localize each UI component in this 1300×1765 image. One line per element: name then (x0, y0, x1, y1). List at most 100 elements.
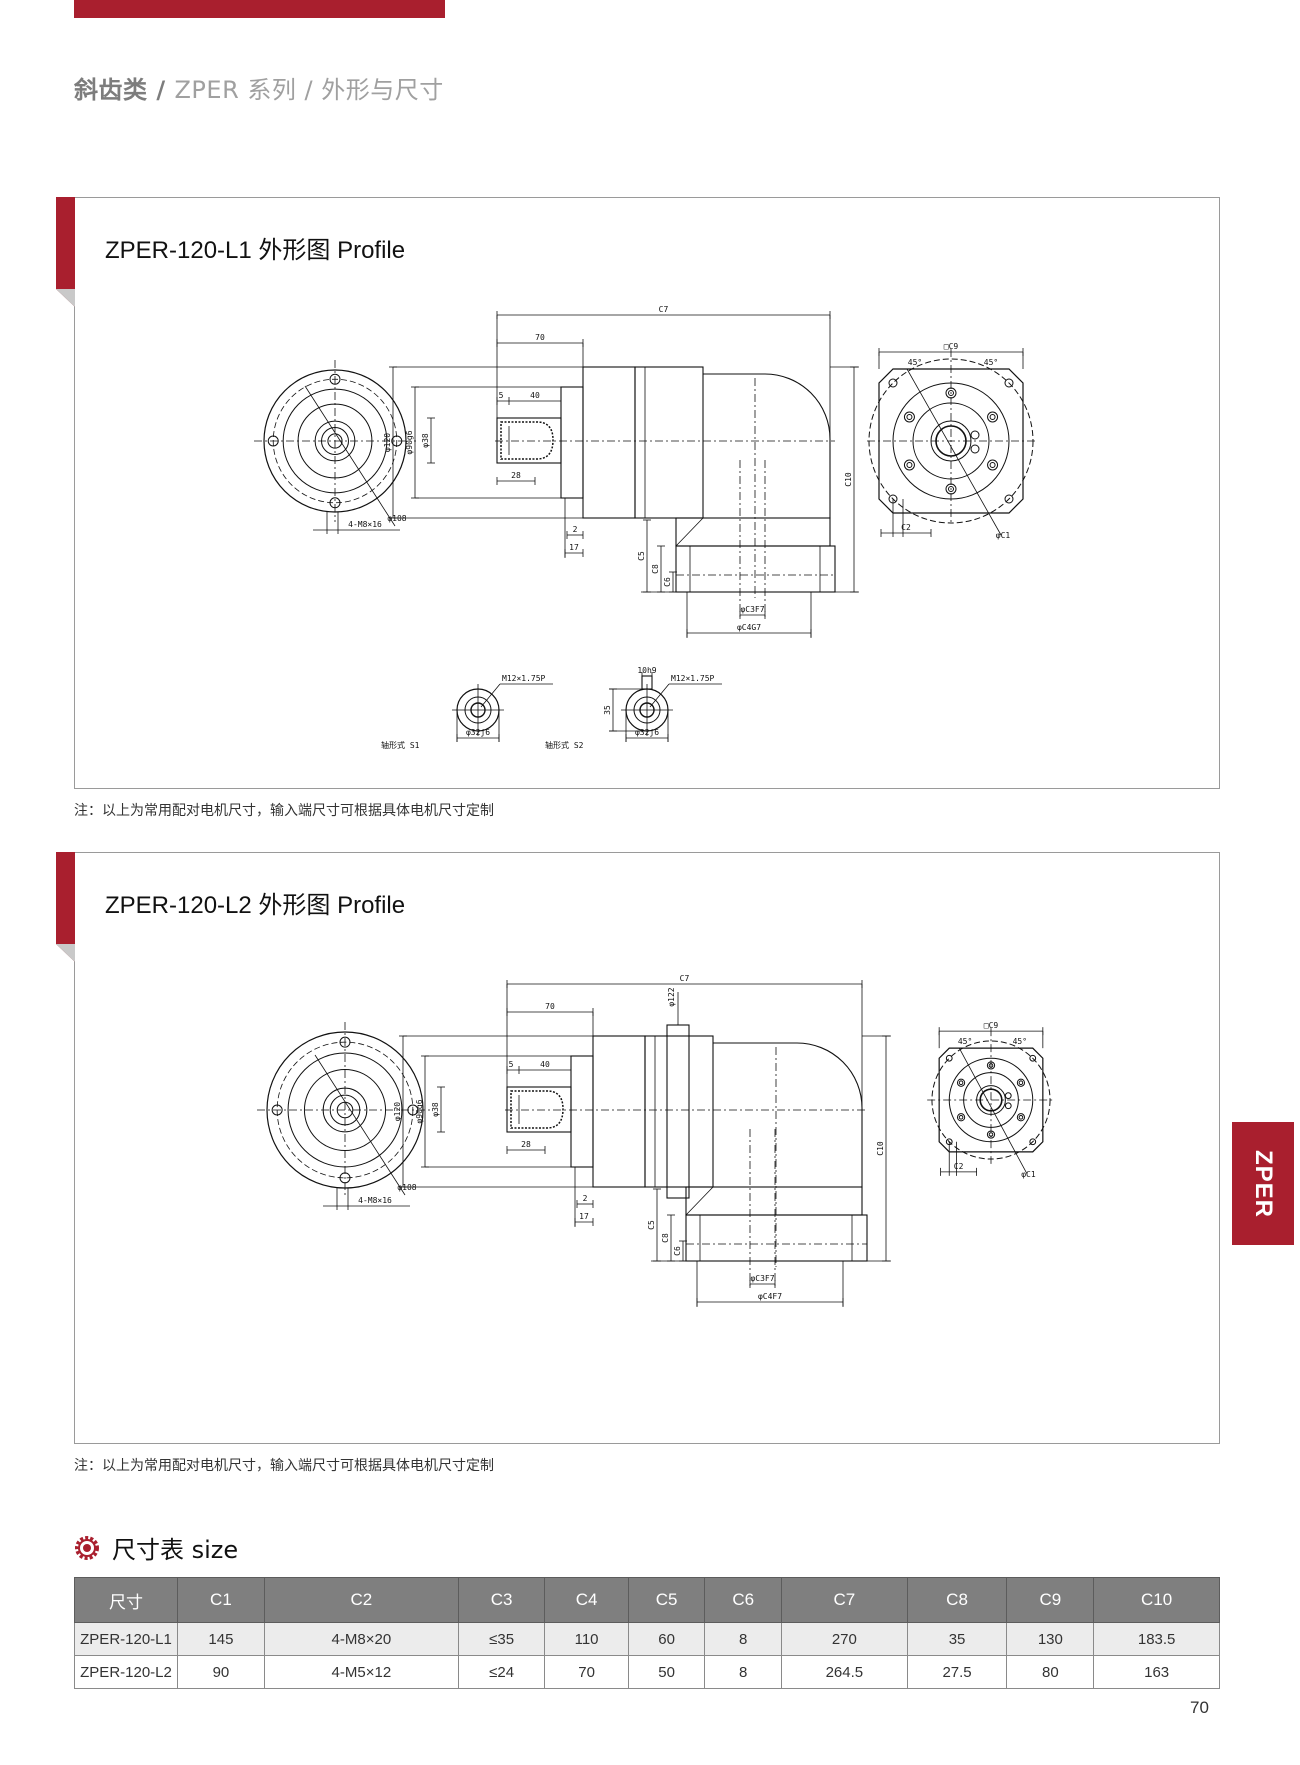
dimension-label: 2 (583, 1194, 588, 1203)
value-cell: 4-M8×20 (263, 1622, 459, 1656)
panel-ribbon (56, 197, 75, 307)
drawing-circle (903, 459, 915, 471)
breadcrumb-series: ZPER 系列 (174, 76, 297, 104)
drawing-circle (267, 435, 279, 447)
drawing-circle (970, 444, 980, 454)
model-cell: ZPER-120-L2 (74, 1655, 178, 1689)
drawing-circle (339, 1036, 351, 1048)
dimension-label: C2 (901, 523, 911, 532)
value-cell: 50 (627, 1655, 706, 1689)
drawing-line (649, 683, 670, 708)
drawing-circle (903, 411, 915, 423)
dimension-label: 10h9 (637, 666, 656, 675)
breadcrumb-sep: / (147, 76, 175, 104)
value-cell: ≤24 (457, 1655, 546, 1689)
value-cell: 80 (1006, 1655, 1095, 1689)
value-cell: 145 (177, 1622, 265, 1656)
dimension-label: φC4G7 (737, 623, 761, 632)
drawing-circle (1004, 494, 1014, 504)
dimension-label: 45° (958, 1037, 972, 1046)
drawing-outline (496, 417, 562, 464)
drawing-line (314, 1054, 406, 1196)
dimension-label: 70 (535, 333, 545, 342)
dimension-label: 28 (521, 1140, 531, 1149)
shaft-type-label: 轴形式 S2 (545, 740, 584, 750)
size-table-title: 尺寸表 size (112, 1536, 239, 1564)
drawing-circle (989, 414, 996, 420)
dimension-label: C6 (673, 1246, 682, 1256)
profile-title: ZPER-120-L1 外形图 Profile (105, 237, 406, 264)
dimension-label: C5 (637, 551, 646, 561)
drawing-circle (970, 430, 980, 440)
drawing-line (906, 368, 1002, 536)
value-cell: 4-M5×12 (263, 1655, 459, 1689)
drawing-circle (987, 411, 999, 423)
value-cell: 90 (177, 1655, 265, 1689)
drawing-line (685, 1186, 714, 1216)
drawing-line (480, 683, 501, 708)
drawing-outline (582, 366, 636, 519)
elbow-housing-outline (703, 373, 831, 519)
drawing-circle (1029, 1138, 1037, 1146)
column-header: C6 (704, 1577, 783, 1623)
output-flange-outline (878, 368, 1024, 514)
column-header: C7 (781, 1577, 908, 1623)
drawing-outline (685, 1214, 868, 1262)
dimension-label: 45° (984, 358, 998, 367)
drawing-circle (948, 390, 954, 396)
column-header: C2 (263, 1577, 459, 1623)
dimension-label: 5 (499, 391, 504, 400)
dimension-label: 17 (569, 543, 579, 552)
value-cell: 8 (704, 1622, 783, 1656)
drawing-circle (329, 373, 341, 385)
value-cell: 270 (781, 1622, 908, 1656)
dimension-label: φ90g6 (415, 1099, 424, 1123)
breadcrumb-category: 斜齿类 (74, 76, 148, 104)
drawing-circle (906, 414, 913, 420)
drawing-circle (888, 378, 898, 388)
drawing-circle (1016, 1113, 1026, 1122)
dimension-label: □C9 (984, 1021, 999, 1030)
drawing-outline (685, 1186, 863, 1216)
dimension-label: 4-M8×16 (348, 520, 382, 529)
shaft-bore-hatch (510, 1090, 564, 1129)
dimension-label: 5 (509, 1060, 514, 1069)
footnote: 注：以上为常用配对电机尺寸，输入端尺寸可根据具体电机尺寸定制 (74, 1458, 494, 1474)
drawing-circle (906, 462, 913, 468)
dimension-label: C7 (680, 974, 690, 983)
dimension-label: 40 (540, 1060, 550, 1069)
drawing-circle (945, 1054, 953, 1062)
column-header: C5 (627, 1577, 706, 1623)
side-tab-label: ZPER (1250, 1149, 1278, 1218)
drawing-circle (1004, 1102, 1012, 1110)
dimension-label: φ32j6 (466, 728, 490, 737)
drawing-outline (675, 545, 836, 593)
value-cell: 110 (544, 1622, 629, 1656)
value-cell: 183.5 (1093, 1622, 1220, 1656)
drawing-line (675, 517, 704, 547)
dimension-label: 2 (573, 525, 578, 534)
dimension-label: φC3F7 (740, 605, 764, 614)
value-cell: 60 (627, 1622, 706, 1656)
column-header: C3 (457, 1577, 546, 1623)
dimension-label: C8 (651, 564, 660, 574)
drawing-outline (634, 366, 704, 519)
dimension-label: C10 (876, 1141, 885, 1156)
output-flange-outline (938, 1047, 1044, 1153)
breadcrumb: 斜齿类 / ZPER 系列 / 外形与尺寸 (74, 70, 444, 105)
dimension-label: □C9 (944, 342, 959, 351)
value-cell: 70 (544, 1655, 629, 1689)
dimension-label: C10 (844, 472, 853, 487)
value-cell: 264.5 (781, 1655, 908, 1689)
drawing-outline (644, 1035, 714, 1188)
dimension-label: φ120 (393, 1102, 402, 1121)
drawing-outline (666, 1024, 690, 1199)
column-header: C1 (177, 1577, 265, 1623)
dimension-label: 28 (511, 471, 521, 480)
profile-title: ZPER-120-L2 外形图 Profile (105, 892, 406, 919)
column-header: C9 (1006, 1577, 1095, 1623)
